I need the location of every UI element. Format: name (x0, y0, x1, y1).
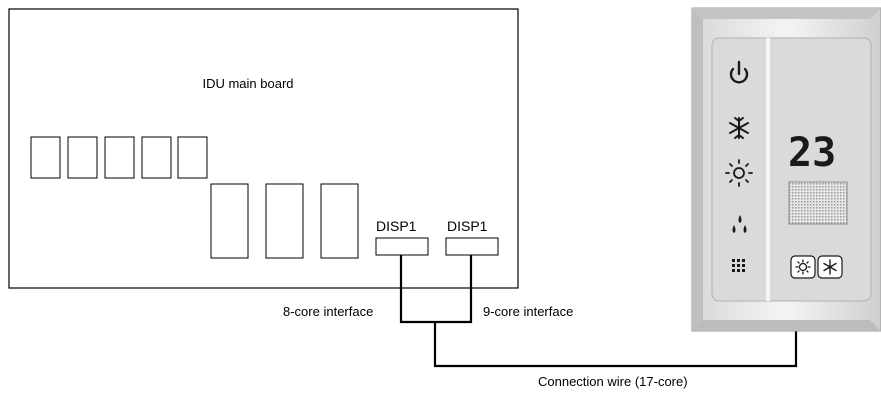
speaker-grille (788, 181, 848, 225)
power-icon[interactable] (729, 60, 749, 84)
board-component (30, 136, 61, 179)
wire-label: Connection wire (17-core) (538, 374, 688, 389)
sun-icon (795, 259, 811, 275)
board-component (210, 183, 249, 259)
board-component (104, 136, 135, 179)
board-component (67, 136, 98, 179)
board-component (177, 136, 208, 179)
bezel-edge (692, 320, 881, 331)
board-component (141, 136, 172, 179)
bezel-edge (692, 8, 881, 19)
left-interface-wire (399, 255, 435, 324)
disp1-right-label: DISP1 (447, 218, 488, 234)
board-component (265, 183, 304, 259)
disp1-left-label: DISP1 (376, 218, 417, 234)
grid-dots-icon (732, 259, 745, 272)
bezel-edge (692, 8, 703, 331)
heat-button[interactable] (790, 255, 816, 279)
board-title: IDU main board (202, 76, 293, 91)
sun-icon (725, 159, 753, 187)
wired-controller: 23 (691, 7, 881, 332)
temperature-display: 23 (788, 130, 836, 176)
snowflake-icon (729, 117, 749, 139)
idu-main-board: IDU main board DISP1 DISP1 (8, 8, 519, 289)
board-component (320, 183, 359, 259)
right-interface-label: 9-core interface (483, 304, 573, 319)
connection-wires (399, 255, 798, 368)
divider-strip (766, 38, 770, 301)
snowflake-icon (823, 259, 837, 275)
left-interface-label: 8-core interface (283, 304, 373, 319)
water-drops-icon (732, 215, 747, 233)
main-connection-wire (433, 322, 798, 368)
right-interface-wire (435, 255, 473, 324)
controller-face (711, 37, 872, 302)
cool-button[interactable] (817, 255, 843, 279)
